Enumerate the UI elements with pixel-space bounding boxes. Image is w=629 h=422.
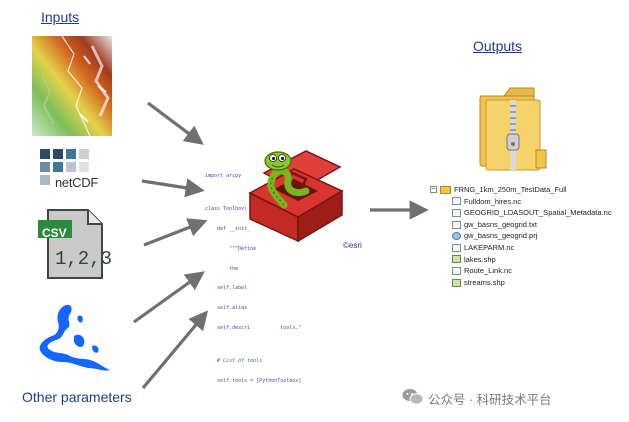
inputs-heading: Inputs: [41, 9, 80, 25]
text-file-icon: [452, 220, 461, 229]
folder-name: FRNG_1km_250m_TestData_Full: [454, 185, 567, 194]
arrow-csv-to-toolbox: [143, 218, 208, 247]
collapse-icon[interactable]: −: [430, 186, 437, 194]
arrow-netcdf-to-toolbox: [141, 178, 205, 198]
arrow-dem-to-toolbox: [147, 101, 204, 145]
folder-icon: [440, 185, 451, 194]
code-line: the: [205, 265, 239, 272]
esri-credit: ©esri: [343, 241, 362, 250]
file-name: gw_basns_geogrid.prj: [464, 231, 538, 241]
shapefile-icon: [452, 278, 461, 287]
code-line: import arcpy: [205, 173, 242, 180]
file-name: Route_Link.nc: [464, 266, 512, 276]
file-icon: [452, 208, 461, 217]
globe-icon: [452, 232, 461, 241]
netcdf-logo-grid: [40, 149, 89, 185]
csv-numbers-label: 1,2,3: [55, 248, 113, 270]
code-line: """Define: [205, 245, 257, 252]
file-name: gw_basns_geogrid.txt: [464, 219, 537, 229]
output-file-tree: − FRNG_1km_250m_TestData_Full Fulldom_hi…: [430, 184, 612, 288]
csv-file-icon: [38, 209, 103, 279]
code-line: self.descri tools.": [205, 324, 302, 331]
tree-file-row[interactable]: lakes.shp: [430, 254, 612, 266]
outputs-heading: Outputs: [473, 38, 523, 54]
terrain-dem-image: [32, 36, 112, 136]
tree-file-row[interactable]: LAKEPARM.nc: [430, 242, 612, 254]
file-icon: [452, 197, 461, 206]
file-icon: [452, 266, 461, 275]
file-name: Fulldom_hires.nc: [464, 196, 522, 206]
code-line: self.label: [205, 285, 248, 292]
code-line: self.alias: [205, 305, 248, 312]
watermark-text: 公众号 · 科研技术平台: [428, 393, 552, 407]
tree-folder-row[interactable]: − FRNG_1km_250m_TestData_Full: [430, 184, 612, 196]
lakes-map-image: [39, 304, 110, 371]
tree-file-row[interactable]: gw_basns_geogrid.prj: [430, 230, 612, 242]
code-line: def __init_: [205, 225, 251, 232]
file-icon: [452, 243, 461, 252]
zip-folder-icon: [479, 87, 547, 171]
tree-file-row[interactable]: gw_basns_geogrid.txt: [430, 219, 612, 231]
code-line: # List of tools: [205, 357, 263, 364]
tree-file-row[interactable]: streams.shp: [430, 277, 612, 289]
code-line: self.tools = [PythonToolbox]: [205, 377, 302, 384]
arrow-parameters-to-toolbox: [141, 310, 209, 390]
file-name: lakes.shp: [464, 254, 496, 264]
tree-file-row[interactable]: Fulldom_hires.nc: [430, 196, 612, 208]
file-name: streams.shp: [464, 277, 505, 287]
file-name: LAKEPARM.nc: [464, 242, 515, 252]
other-parameters-label: Other parameters: [22, 389, 132, 405]
netcdf-label: netCDF: [55, 175, 98, 190]
python-toolbox-icon: [248, 150, 344, 243]
python-code-snippet: import arcpy class Toolbox( def __init_ …: [205, 160, 301, 391]
code-line: class Toolbox(: [205, 206, 248, 213]
wechat-icon: [402, 389, 424, 405]
file-name: GEOGRID_LDASOUT_Spatial_Metadata.nc: [464, 208, 612, 218]
tree-file-row[interactable]: GEOGRID_LDASOUT_Spatial_Metadata.nc: [430, 207, 612, 219]
shapefile-icon: [452, 255, 461, 264]
tree-file-row[interactable]: Route_Link.nc: [430, 265, 612, 277]
csv-badge-label: CSV: [42, 226, 67, 240]
arrow-lakes-to-toolbox: [133, 271, 205, 324]
